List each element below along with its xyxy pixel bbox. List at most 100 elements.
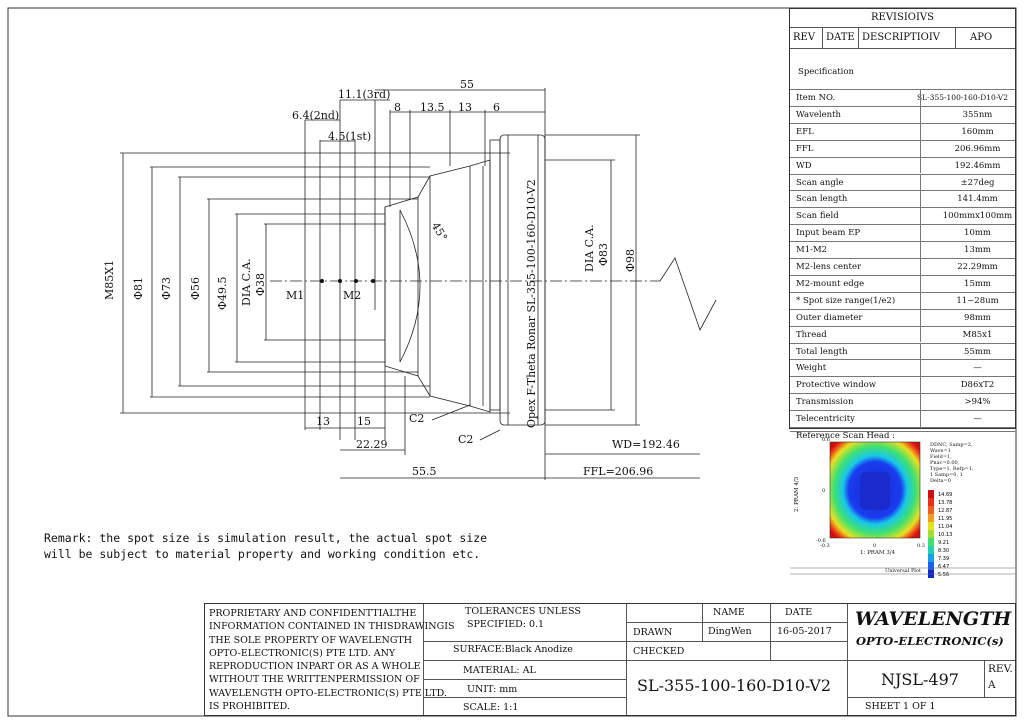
- drawn-name: DingWen: [708, 626, 752, 637]
- spec-row: Transmission>94%: [790, 393, 1015, 411]
- scale-label: 9.21: [938, 540, 949, 546]
- marker-m1: M1: [286, 289, 305, 302]
- spec-divider: [920, 411, 921, 427]
- spec-row: Weight—: [790, 359, 1015, 377]
- remark-line: will be subject to material property and…: [44, 547, 481, 561]
- plot-note-line: Type=1, Refp=1,: [930, 466, 974, 472]
- plot-note-line: Pnac=0.00,: [930, 460, 960, 466]
- spec-value: —: [973, 414, 982, 425]
- rev-value: A: [988, 679, 996, 691]
- remark-line: Remark: the spot size is simulation resu…: [44, 531, 488, 545]
- drawn-date: 16-05-2017: [777, 626, 832, 637]
- scale-label: 13.78: [938, 500, 952, 506]
- scale-label: 11.95: [938, 516, 952, 522]
- dim-dia-ca-left: DIA C.A.: [240, 258, 253, 306]
- scale-label: 5.56: [938, 572, 949, 578]
- scale-swatch: [928, 538, 934, 546]
- spec-row: Item NO.SL-355-100-160-D10-V2: [790, 89, 1015, 106]
- dim-13: 13: [458, 101, 472, 114]
- remark-note: Remark: the spot size is simulation resu…: [44, 530, 487, 562]
- spec-key: EFL: [796, 126, 814, 137]
- revisions-title: REVISIOIVS: [870, 12, 935, 23]
- spec-divider: [920, 343, 921, 360]
- spec-divider: [920, 309, 921, 326]
- revision-spec-table: REVISIOIVS REV DATE DESCRIPTIOIV APO Spe…: [789, 8, 1016, 441]
- spec-value: 13mm: [964, 245, 991, 256]
- sheet-number: SHEET 1 OF 1: [865, 701, 936, 712]
- col-date: DATE: [785, 607, 813, 618]
- lens-engraving: Opex F-Theta Ronar SL-355-100-160-D10-V2: [525, 179, 538, 428]
- spec-divider: [920, 123, 921, 140]
- spec-divider: [920, 140, 921, 157]
- spec-key: Thread: [796, 329, 827, 340]
- spec-key: Transmission: [796, 397, 854, 408]
- spec-row: Input beam EP 10mm: [790, 224, 1015, 242]
- company-subtitle: OPTO-ELECTRONIC(s): [856, 634, 1004, 648]
- spec-row: Telecentricity—: [790, 410, 1015, 427]
- scale: SCALE: 1:1: [463, 702, 519, 713]
- spec-key: M1-M2: [796, 245, 828, 256]
- scale-label: 8.30: [938, 548, 949, 554]
- spec-value: 10mm: [964, 228, 991, 239]
- spec-key: WD: [796, 160, 812, 171]
- rev-col-date: DATE: [826, 32, 855, 43]
- spec-value: ±27deg: [960, 177, 995, 188]
- scale-swatch: [928, 522, 934, 530]
- spec-divider: [920, 242, 921, 258]
- spec-value: 141.4mm: [957, 194, 998, 205]
- company-name: WAVELENGTH: [855, 608, 1012, 630]
- spec-row: Reference Scan Head :: [790, 427, 1015, 444]
- rev-col-rev: REV: [793, 32, 816, 43]
- confidential-line: THE SOLE PROPERTY OF WAVELENGTH: [209, 634, 413, 646]
- spec-key: Scan length: [796, 194, 848, 205]
- scale-swatch: [928, 546, 934, 554]
- plot-xtick-right: 0.3: [917, 543, 925, 549]
- confidential-line: INFORMATION CONTAINED IN THISDRAWINGIS: [209, 621, 455, 633]
- plot-xlabel: 1: PRAM 3/4: [860, 550, 896, 556]
- spec-value: 100mmx100mm: [942, 211, 1013, 222]
- dim-phi38: Φ38: [254, 272, 267, 296]
- spec-key: M2-lens center: [796, 262, 862, 272]
- spec-key: Input beam EP: [796, 228, 861, 239]
- spec-key: * Spot size range(1/e2): [796, 295, 896, 306]
- spec-key: Reference Scan Head :: [796, 431, 896, 441]
- plot-ytick-mid: 0: [822, 488, 826, 494]
- spot-plot-graphic: 14.6913.7812.8711.9511.0410.139.218.307.…: [790, 441, 1015, 578]
- spec-divider: [920, 259, 921, 275]
- label-c2-b: C2: [458, 433, 474, 446]
- spec-key: FFL: [796, 143, 814, 154]
- plot-ytick-bottom: -0.6: [816, 538, 826, 544]
- spec-row: Scan length 141.4mm: [790, 190, 1015, 208]
- dim-total-length: 55: [460, 78, 474, 91]
- rev-col-apo: APO: [970, 32, 993, 43]
- spec-row: M1-M2 13mm: [790, 241, 1015, 258]
- spec-row: M2-lens center 22.29mm: [790, 258, 1015, 275]
- plot-xtick-left: -0.3: [820, 543, 830, 549]
- dim-phi81: Φ81: [132, 276, 145, 300]
- spec-value: 160mm: [961, 126, 994, 137]
- plot-ylabel: 2: PRAM 4/3: [794, 476, 800, 512]
- scale-label: 6.47: [938, 564, 949, 570]
- spec-divider: [920, 191, 921, 208]
- spec-row: Scan angle±27deg: [790, 173, 1015, 191]
- part-number: SL-355-100-160-D10-V2: [637, 676, 831, 695]
- label-c2-a: C2: [409, 412, 425, 425]
- scale-label: 7.39: [938, 556, 949, 562]
- scale-label: 10.13: [938, 532, 952, 538]
- scale-swatch: [928, 514, 934, 522]
- spec-value: 22.29mm: [957, 262, 998, 272]
- scale-label: 14.69: [938, 492, 952, 498]
- spec-divider: [920, 360, 921, 377]
- spec-divider: [920, 225, 921, 242]
- dim-1st: 4.5(1st): [328, 130, 372, 143]
- spec-value: SL-355-100-160-D10-V2: [917, 93, 1008, 102]
- dim-phi73: Φ73: [160, 276, 173, 300]
